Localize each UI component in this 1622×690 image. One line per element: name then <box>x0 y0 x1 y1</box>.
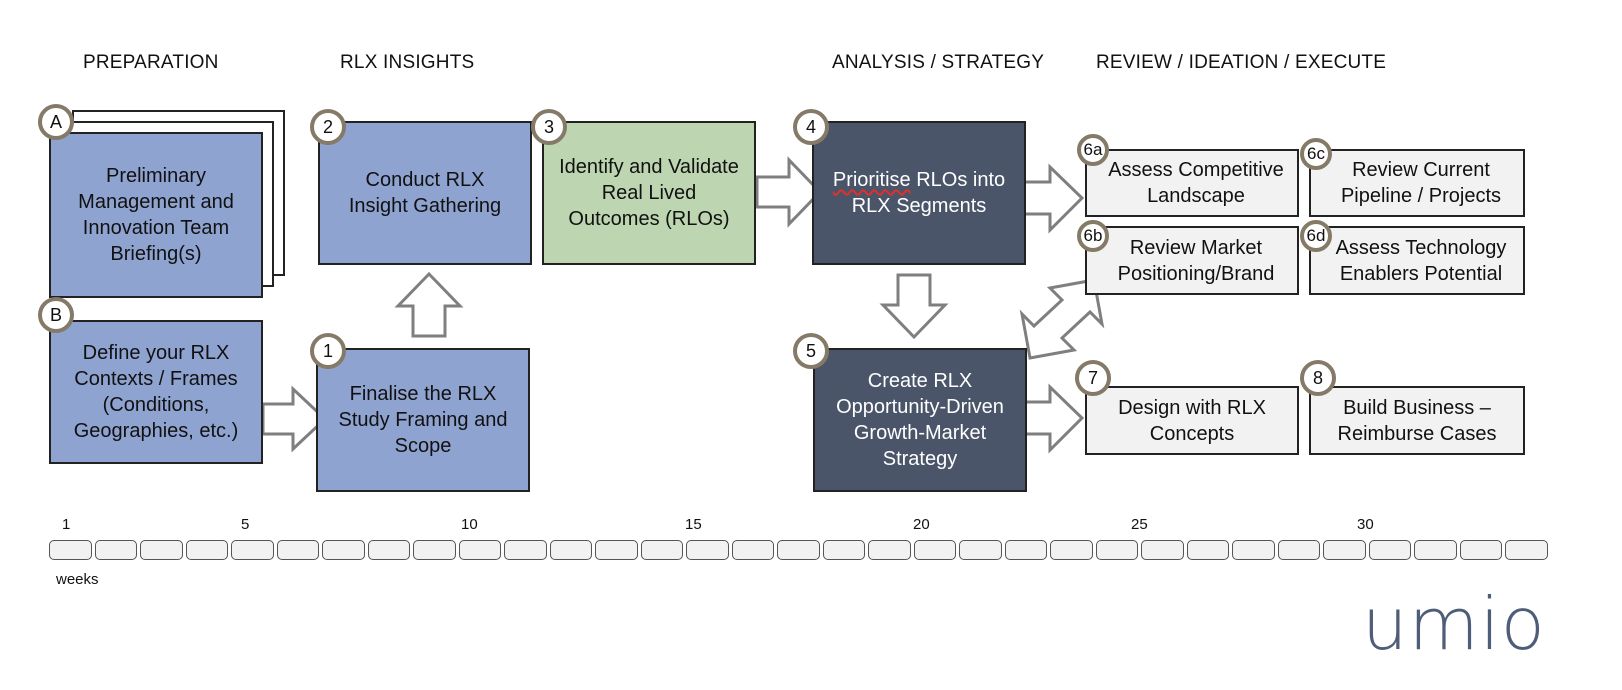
timeline-week-cell <box>777 540 820 560</box>
step-6c-box: Review Current Pipeline / Projects <box>1309 149 1525 217</box>
timeline-week-cell <box>731 540 774 560</box>
badge-6b: 6b <box>1077 220 1109 252</box>
step-4-flagged-word: Prioritise <box>832 169 911 191</box>
timeline-unit-label: weeks <box>56 571 99 588</box>
timeline-week-cell <box>231 540 274 560</box>
timeline-week-cell <box>1368 540 1411 560</box>
timeline-week-cell <box>959 540 1002 560</box>
umio-logo: umio <box>1362 582 1546 666</box>
arrow-b-to-1 <box>261 385 328 453</box>
arrow-3-to-4 <box>755 156 823 228</box>
step-7-text: Design with RLX Concepts <box>1118 396 1266 445</box>
step-4-text: Prioritise RLOs into RLX Segments <box>826 167 1012 219</box>
timeline-week-cell <box>413 540 456 560</box>
step-2-text: Conduct RLX Insight Gathering <box>348 169 502 217</box>
badge-2: 2 <box>310 109 346 145</box>
badge-4: 4 <box>793 109 829 145</box>
step-6b-text: Review Market Positioning/Brand <box>1117 236 1275 285</box>
badge-7: 7 <box>1075 360 1111 396</box>
badge-6d: 6d <box>1300 220 1332 252</box>
timeline-week-cell <box>595 540 638 560</box>
phase-analysis-strategy: ANALYSIS / STRATEGY <box>832 52 1045 73</box>
timeline-week-cells <box>49 540 1551 560</box>
badge-5: 5 <box>793 333 829 369</box>
arrow-5-to-7 <box>1018 383 1085 454</box>
step-6a-box: Assess Competitive Landscape <box>1085 149 1299 217</box>
step-a-box: Preliminary Management and Innovation Te… <box>49 132 263 298</box>
timeline-week-cell <box>367 540 410 560</box>
arrow-4-to-6 <box>1018 163 1085 234</box>
step-6c-text: Review Current Pipeline / Projects <box>1340 159 1502 207</box>
step-2-box: Conduct RLX Insight Gathering <box>318 121 532 265</box>
timeline-week-cell <box>322 540 365 560</box>
step-1-box: Finalise the RLX Study Framing and Scope <box>316 348 530 492</box>
timeline-tick-5: 5 <box>241 516 250 533</box>
timeline-week-cell <box>185 540 228 560</box>
step-b-text: Define your RLX Contexts / Frames (Condi… <box>73 342 239 442</box>
step-7-box: Design with RLX Concepts <box>1085 386 1299 455</box>
timeline-week-cell <box>1186 540 1229 560</box>
step-6d-text: Assess Technology Enablers Potential <box>1335 236 1507 285</box>
badge-6c: 6c <box>1300 138 1332 170</box>
timeline-tick-30: 30 <box>1357 516 1374 533</box>
arrow-1-to-2 <box>394 271 464 338</box>
step-8-box: Build Business – Reimburse Cases <box>1309 386 1525 455</box>
timeline-week-cell <box>276 540 319 560</box>
timeline-week-cell <box>549 540 592 560</box>
step-3-text: Identify and Validate Real Lived Outcome… <box>559 156 739 230</box>
timeline-week-cell <box>1459 540 1502 560</box>
step-4-box: Prioritise RLOs into RLX Segments <box>812 121 1026 265</box>
step-1-text: Finalise the RLX Study Framing and Scope <box>338 383 508 457</box>
badge-1: 1 <box>310 333 346 369</box>
timeline-week-cell <box>1095 540 1138 560</box>
step-8-text: Build Business – Reimburse Cases <box>1337 396 1497 445</box>
timeline-week-cell <box>94 540 137 560</box>
phase-preparation: PREPARATION <box>83 52 219 73</box>
arrow-4-to-5 <box>879 273 949 340</box>
timeline-week-cell <box>913 540 956 560</box>
timeline-week-cell <box>1141 540 1184 560</box>
timeline-week-cell <box>1505 540 1548 560</box>
timeline-week-cell <box>868 540 911 560</box>
timeline-week-cell <box>1050 540 1093 560</box>
timeline-tick-10: 10 <box>461 516 478 533</box>
timeline-week-cell <box>1323 540 1366 560</box>
badge-b: B <box>38 297 74 333</box>
step-b-box: Define your RLX Contexts / Frames (Condi… <box>49 320 263 464</box>
timeline-tick-1: 1 <box>62 516 71 533</box>
step-3-box: Identify and Validate Real Lived Outcome… <box>542 121 756 265</box>
step-4-text-rest: RLOs into RLX Segments <box>851 169 1006 217</box>
step-6a-text: Assess Competitive Landscape <box>1108 159 1284 207</box>
timeline-week-cell <box>1414 540 1457 560</box>
timeline-week-cell <box>140 540 183 560</box>
timeline-week-cell <box>640 540 683 560</box>
timeline-week-cell <box>458 540 501 560</box>
step-a-text: Preliminary Management and Innovation Te… <box>78 165 234 265</box>
badge-a: A <box>38 104 74 140</box>
badge-8: 8 <box>1300 360 1336 396</box>
step-5-box: Create RLX Opportunity-Driven Growth-Mar… <box>813 348 1027 492</box>
phase-rlx-insights: RLX INSIGHTS <box>340 52 475 73</box>
timeline-week-cell <box>504 540 547 560</box>
step-6b-box: Review Market Positioning/Brand <box>1085 226 1299 295</box>
step-5-text: Create RLX Opportunity-Driven Growth-Mar… <box>836 370 1004 470</box>
timeline-tick-20: 20 <box>913 516 930 533</box>
timeline-week-cell <box>1277 540 1320 560</box>
timeline-week-cell <box>1004 540 1047 560</box>
phase-review-ideation-execute: REVIEW / IDEATION / EXECUTE <box>1096 52 1387 73</box>
step-6d-box: Assess Technology Enablers Potential <box>1309 226 1525 295</box>
timeline-tick-15: 15 <box>685 516 702 533</box>
timeline-week-cell <box>1232 540 1275 560</box>
timeline-week-cell <box>686 540 729 560</box>
badge-3: 3 <box>531 109 567 145</box>
timeline-week-cell <box>49 540 92 560</box>
timeline-week-cell <box>822 540 865 560</box>
timeline-tick-25: 25 <box>1131 516 1148 533</box>
badge-6a: 6a <box>1077 134 1109 166</box>
